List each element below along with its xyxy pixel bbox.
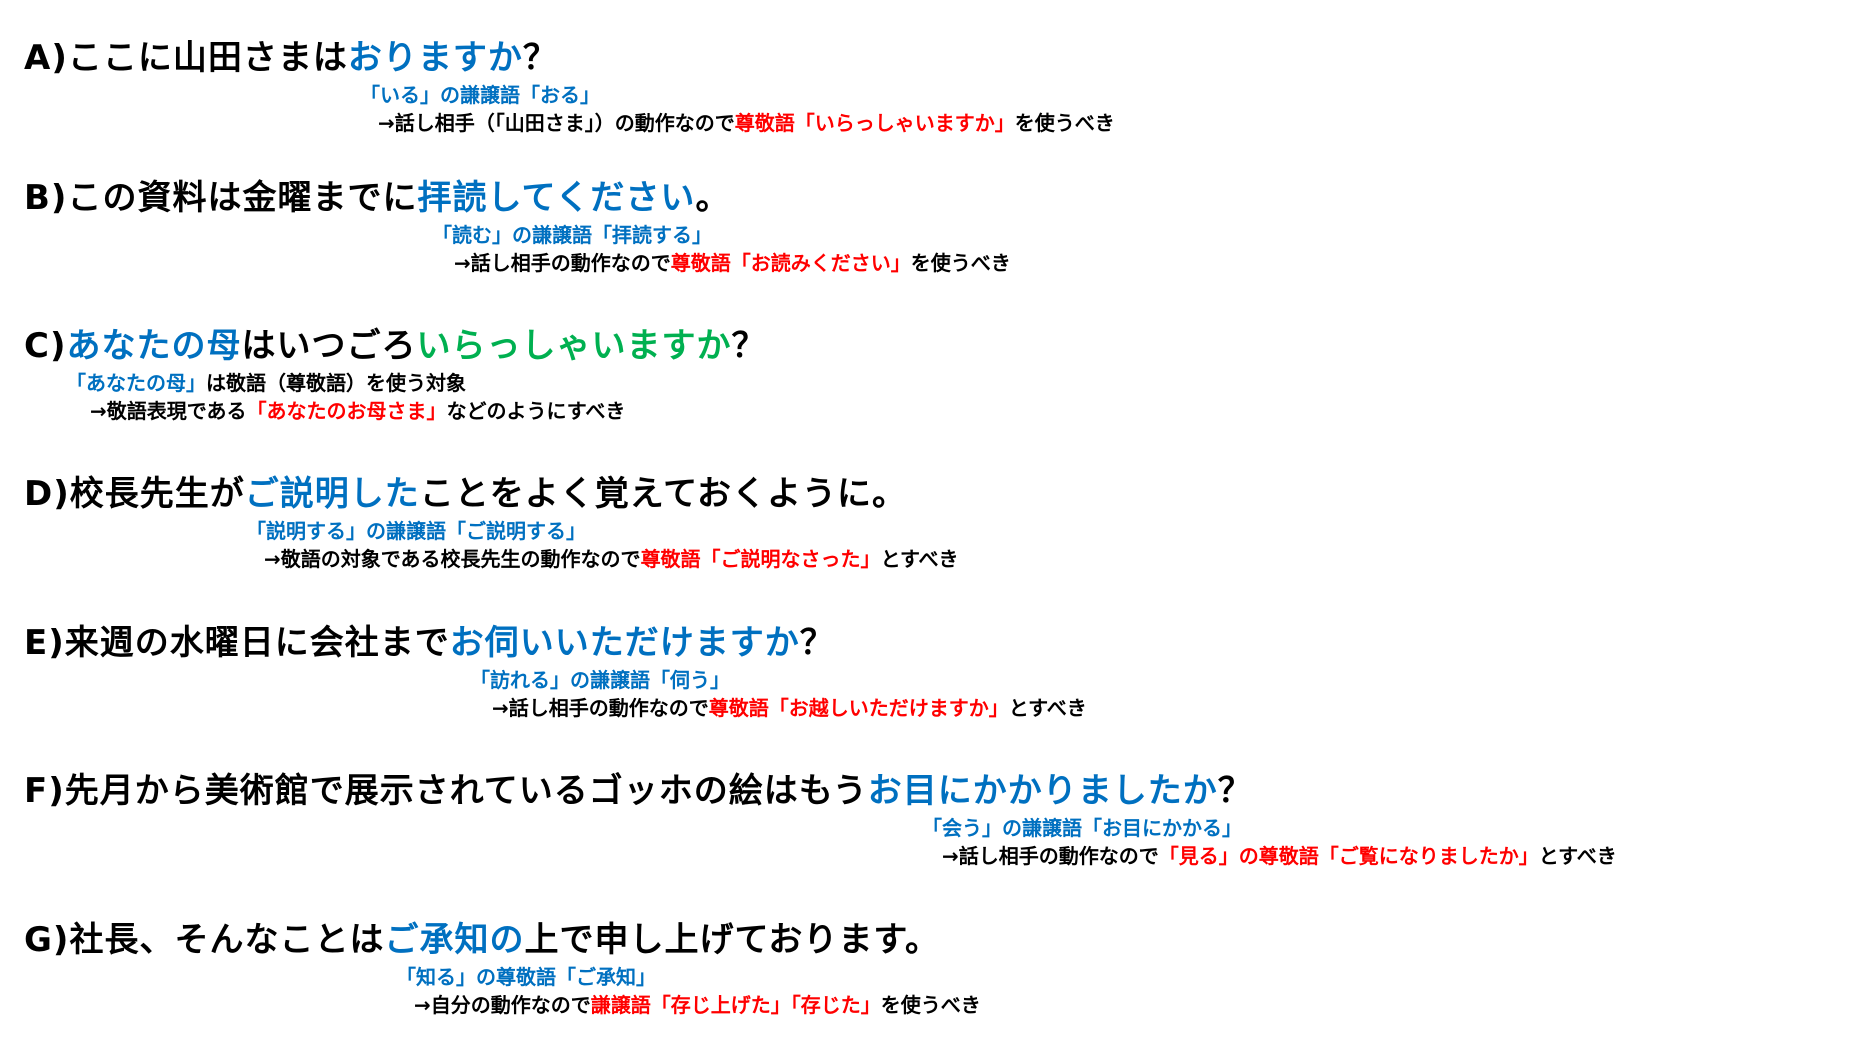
correction-line: →話し相手の動作なので「見る」の尊敬語「ご覧になりましたか」とすべき <box>942 843 1617 869</box>
text-segment-blue: 「いる」の謙譲語「おる」 <box>360 83 600 107</box>
correction-line: →自分の動作なので謙譲語「存じ上げた」「存じた」を使うべき <box>414 992 981 1018</box>
correction-line: →話し相手の動作なので尊敬語「お読みください」を使うべき <box>454 250 1011 276</box>
text-segment-black: は敬語（尊敬語）を使う対象 <box>206 371 466 395</box>
text-segment-blue: 「あなたの母」 <box>66 371 206 395</box>
text-segment-red: 尊敬語「いらっしゃいますか」 <box>734 111 1015 135</box>
text-segment-blue: おりますか <box>347 38 523 78</box>
text-segment-black: →話し相手の動作なので <box>492 696 709 720</box>
correction-line: →話し相手の動作なので尊敬語「お越しいただけますか」とすべき <box>492 695 1087 721</box>
correction-line: →敬語表現である「あなたのお母さま」などのようにすべき <box>90 398 625 424</box>
correction-line: →話し相手（「山田さま」）の動作なので尊敬語「いらっしゃいますか」を使うべき <box>378 110 1115 136</box>
text-segment-blue: お伺いいただけますか <box>449 623 800 663</box>
explanation-note: 「説明する」の謙譲語「ご説明する」 <box>246 518 586 544</box>
text-segment-blue: あなたの母 <box>66 326 242 366</box>
text-segment-black: →話し相手（「山田さま」）の動作なので <box>378 111 735 135</box>
text-segment-black: を使うべき <box>880 993 981 1017</box>
text-segment-black: →話し相手の動作なので <box>454 251 671 275</box>
explanation-note: 「あなたの母」は敬語（尊敬語）を使う対象 <box>66 370 466 396</box>
text-segment-blue: 「知る」の尊敬語「ご承知」 <box>396 965 656 989</box>
text-segment-black: F)先月から美術館で展示されているゴッホの絵はもう <box>24 771 868 811</box>
question-sentence: G)社長、そんなことはご承知の上で申し上げております。 <box>24 920 940 960</box>
text-segment-black: ？ <box>1217 771 1253 811</box>
text-segment-red: 尊敬語「ご説明なさった」 <box>640 547 881 571</box>
text-segment-black: などのようにすべき <box>446 399 626 423</box>
text-segment-black: E)来週の水曜日に会社まで <box>24 623 450 663</box>
question-sentence: A)ここに山田さまはおりますか？ <box>24 38 558 78</box>
text-segment-black: D)校長先生が <box>24 474 245 514</box>
text-segment-blue: お目にかかりましたか <box>867 771 1218 811</box>
text-segment-red: 「あなたのお母さま」 <box>246 399 447 423</box>
question-sentence: C)あなたの母はいつごろいらっしゃいますか？ <box>24 326 767 366</box>
explanation-note: 「読む」の謙譲語「拝読する」 <box>432 222 712 248</box>
text-segment-red: 「見る」の尊敬語「ご覧になりましたか」 <box>1158 844 1539 868</box>
text-segment-black: を使うべき <box>910 251 1011 275</box>
text-segment-red: 謙譲語「存じ上げた」「存じた」 <box>590 993 881 1017</box>
text-segment-blue: ご承知の <box>384 920 525 960</box>
text-segment-black: ？ <box>799 623 835 663</box>
text-segment-blue: 「説明する」の謙譲語「ご説明する」 <box>246 519 586 543</box>
text-segment-red: 尊敬語「お越しいただけますか」 <box>708 696 1009 720</box>
explanation-note: 「会う」の謙譲語「お目にかかる」 <box>922 815 1242 841</box>
text-segment-black: ？ <box>731 326 767 366</box>
text-segment-black: G)社長、そんなことは <box>24 920 385 960</box>
explanation-note: 「知る」の尊敬語「ご承知」 <box>396 964 656 990</box>
text-segment-red: 尊敬語「お読みください」 <box>670 251 911 275</box>
text-segment-black: →敬語表現である <box>90 399 247 423</box>
explanation-note: 「いる」の謙譲語「おる」 <box>360 82 600 108</box>
text-segment-blue: 拝読してください <box>417 178 696 218</box>
question-sentence: B)この資料は金曜までに拝読してください。 <box>24 178 730 218</box>
text-segment-black: 上で申し上げております。 <box>524 920 941 960</box>
text-segment-black: はいつごろ <box>241 326 417 366</box>
explanation-note: 「訪れる」の謙譲語「伺う」 <box>470 667 730 693</box>
question-sentence: D)校長先生がご説明したことをよく覚えておくように。 <box>24 474 907 514</box>
text-segment-black: 。 <box>695 178 731 218</box>
correction-line: →敬語の対象である校長先生の動作なので尊敬語「ご説明なさった」とすべき <box>264 546 959 572</box>
text-segment-green: いらっしゃいますか <box>416 326 732 366</box>
text-segment-black: →敬語の対象である校長先生の動作なので <box>264 547 641 571</box>
text-segment-black: ？ <box>522 38 558 78</box>
text-segment-black: C) <box>24 326 67 366</box>
text-segment-black: とすべき <box>880 547 959 571</box>
question-sentence: F)先月から美術館で展示されているゴッホの絵はもうお目にかかりましたか？ <box>24 771 1253 811</box>
text-segment-blue: ご説明した <box>244 474 420 514</box>
text-segment-black: →話し相手の動作なので <box>942 844 1159 868</box>
text-segment-black: とすべき <box>1008 696 1087 720</box>
text-segment-black: とすべき <box>1538 844 1617 868</box>
text-segment-black: ことをよく覚えておくように。 <box>419 474 908 514</box>
text-segment-blue: 「会う」の謙譲語「お目にかかる」 <box>922 816 1242 840</box>
text-segment-black: A)ここに山田さまは <box>24 38 348 78</box>
text-segment-blue: 「読む」の謙譲語「拝読する」 <box>432 223 712 247</box>
text-segment-black: →自分の動作なので <box>414 993 591 1017</box>
text-segment-blue: 「訪れる」の謙譲語「伺う」 <box>470 668 730 692</box>
text-segment-black: を使うべき <box>1014 111 1115 135</box>
question-sentence: E)来週の水曜日に会社までお伺いいただけますか？ <box>24 623 835 663</box>
text-segment-black: B)この資料は金曜までに <box>24 178 418 218</box>
